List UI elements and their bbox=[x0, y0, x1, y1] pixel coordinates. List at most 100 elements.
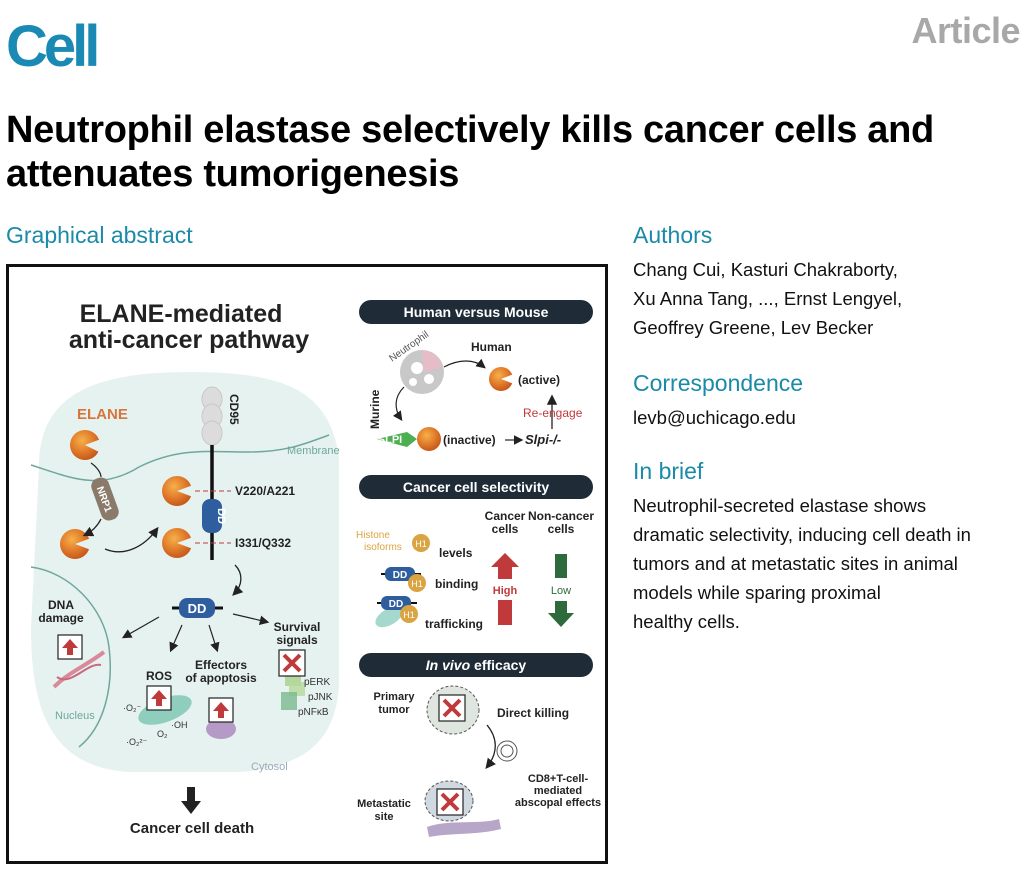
up-arrow-icon bbox=[62, 639, 78, 655]
graphical-abstract-heading: Graphical abstract bbox=[6, 222, 193, 248]
correspondence-section: Correspondence levb@uchicago.edu bbox=[633, 372, 803, 432]
peroxide-label: ·O₂²⁻ bbox=[126, 737, 147, 747]
panel-title-human-mouse: Human versus Mouse bbox=[404, 304, 549, 320]
mitochondrion-icon bbox=[375, 606, 403, 628]
col-noncancer-line1: Non-cancer bbox=[528, 509, 594, 523]
panel-header-selectivity bbox=[359, 475, 593, 499]
dd-center-label: DD bbox=[188, 601, 207, 616]
in-brief-line: dramatic selectivity, inducing cell deat… bbox=[633, 524, 971, 545]
slpi-shape bbox=[377, 432, 417, 447]
effectors-label-1: Effectors bbox=[195, 658, 247, 672]
h1-icon: H1 bbox=[408, 574, 426, 592]
dd-label: DD bbox=[215, 508, 227, 524]
dna-helix-icon bbox=[52, 650, 106, 689]
t-cell-icon bbox=[496, 740, 518, 762]
arrow-icon bbox=[208, 624, 220, 653]
metastatic-label-1: Metastatic bbox=[357, 798, 411, 810]
elane-icon bbox=[60, 529, 91, 559]
pathway-title-line1: ELANE-mediated bbox=[80, 300, 283, 328]
ros-label: ROS bbox=[146, 669, 172, 683]
journal-logo: Cell bbox=[6, 14, 100, 79]
histone-label-2: isoforms bbox=[364, 542, 402, 553]
primary-tumor-label-2: tumor bbox=[378, 704, 410, 716]
arrow-icon bbox=[232, 613, 270, 626]
superoxide-label: ·O₂⁻ bbox=[123, 703, 141, 713]
v220-label: V220/A221 bbox=[235, 484, 295, 498]
primary-tumor-icon bbox=[426, 685, 480, 735]
correspondence-heading: Correspondence bbox=[633, 370, 804, 396]
authors-heading: Authors bbox=[633, 222, 713, 248]
low-label: Low bbox=[551, 585, 571, 597]
panel-header-human-mouse bbox=[359, 300, 593, 324]
elane-icon bbox=[70, 430, 101, 460]
panel-title-in-vivo: In vivo efficacy bbox=[426, 657, 527, 673]
article-type-label: Article bbox=[911, 10, 1020, 51]
perk-label: pERK bbox=[304, 677, 330, 688]
up-arrow-icon bbox=[151, 690, 167, 706]
membrane-line bbox=[30, 434, 330, 482]
low-bar bbox=[555, 554, 567, 578]
high-bar bbox=[498, 600, 512, 625]
dd-domain: DD bbox=[172, 598, 223, 618]
pathway-title-line2: anti-cancer pathway bbox=[69, 326, 309, 354]
in-brief-line: models while sparing proximal bbox=[633, 582, 881, 603]
pnfkb-label: pNFκB bbox=[298, 707, 329, 718]
in-brief-line: healthy cells. bbox=[633, 611, 740, 632]
col-noncancer-line2: cells bbox=[548, 522, 575, 536]
elane-icon bbox=[162, 528, 193, 558]
oxygen-label: O₂ bbox=[157, 729, 168, 739]
arrow-icon bbox=[82, 518, 102, 537]
cd95-receptor bbox=[201, 386, 223, 560]
panel-header-in-vivo bbox=[359, 653, 593, 677]
nucleus-outline bbox=[30, 566, 111, 748]
authors-line: Xu Anna Tang, ..., Ernst Lengyel, bbox=[633, 288, 903, 309]
authors-line: Geoffrey Greene, Lev Becker bbox=[633, 317, 874, 338]
nucleus-label: Nucleus bbox=[55, 710, 95, 722]
in-brief-heading: In brief bbox=[633, 458, 704, 484]
authors-line: Chang Cui, Kasturi Chakraborty, bbox=[633, 259, 898, 280]
row-levels-label: levels bbox=[439, 546, 473, 560]
slpi-ko-label: Slpi-/- bbox=[525, 432, 561, 447]
nrp1-receptor: NRP1 bbox=[91, 477, 119, 521]
dd-chip bbox=[385, 567, 415, 581]
effectors-label-2: of apoptosis bbox=[185, 671, 257, 685]
x-icon bbox=[282, 653, 302, 673]
arrow-icon bbox=[443, 358, 486, 369]
cd8-label-1: CD8+T-cell- bbox=[528, 773, 589, 785]
arrow-icon bbox=[121, 616, 160, 639]
dd-chip bbox=[381, 596, 411, 610]
graphical-abstract-figure: ELANE-mediated anti-cancer pathway Membr… bbox=[6, 264, 608, 864]
active-label: (active) bbox=[518, 373, 560, 387]
up-arrow-box bbox=[57, 634, 83, 660]
sidebar: Authors Chang Cui, Kasturi Chakraborty, … bbox=[633, 222, 1028, 633]
x-icon bbox=[442, 698, 462, 718]
hydroxyl-label: ·OH bbox=[171, 720, 188, 730]
elane-active-icon bbox=[489, 367, 514, 391]
survival-label-1: Survival bbox=[274, 620, 321, 634]
outcome-label: Cancer cell death bbox=[130, 820, 254, 837]
in-brief-section: In brief Neutrophil-secreted elastase sh… bbox=[633, 460, 1028, 636]
correspondence-email[interactable]: levb@uchicago.edu bbox=[633, 407, 796, 428]
dd-chip-label: DD bbox=[393, 570, 407, 581]
pnfkb-block bbox=[281, 692, 297, 710]
svg-text:H1: H1 bbox=[403, 610, 415, 620]
human-label: Human bbox=[471, 340, 512, 354]
down-arrow-icon bbox=[181, 787, 201, 814]
graphical-abstract-svg: ELANE-mediated anti-cancer pathway Membr… bbox=[30, 300, 601, 837]
row-trafficking-label: trafficking bbox=[425, 617, 483, 631]
cd8-label-2: mediated bbox=[534, 785, 582, 797]
cd95-label: CD95 bbox=[227, 394, 241, 425]
arrow-icon bbox=[232, 564, 244, 596]
in-brief-line: Neutrophil-secreted elastase shows bbox=[633, 495, 927, 516]
up-arrow-icon bbox=[213, 702, 229, 718]
panel-title-selectivity: Cancer cell selectivity bbox=[403, 479, 550, 495]
dna-damage-label-2: damage bbox=[38, 611, 84, 625]
up-arrow-box bbox=[208, 697, 234, 723]
direct-killing-label: Direct killing bbox=[497, 706, 569, 720]
apoptosis-effector-icon bbox=[206, 719, 236, 739]
high-label: High bbox=[493, 585, 518, 597]
pjnk-label: pJNK bbox=[308, 692, 333, 703]
arrow-icon bbox=[169, 624, 183, 653]
arrow-icon bbox=[485, 724, 496, 770]
i331-label: I331/Q332 bbox=[235, 536, 291, 550]
